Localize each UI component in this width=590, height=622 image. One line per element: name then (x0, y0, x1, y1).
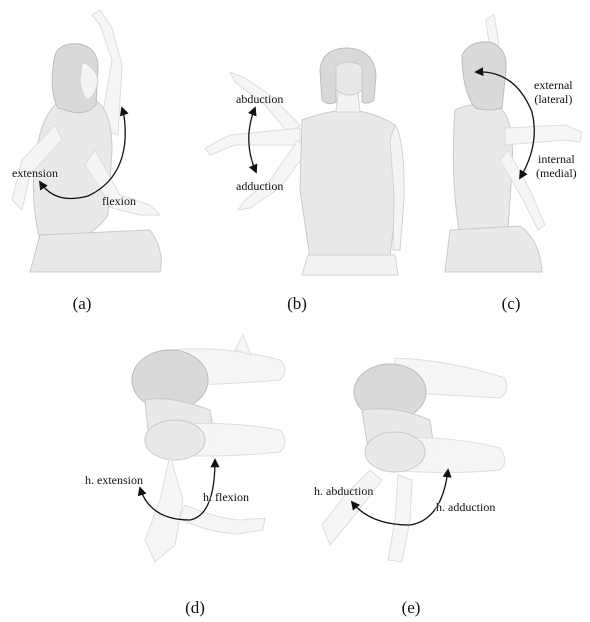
panel-d: h. extension h. flexion (75, 330, 290, 585)
external-label: external (lateral) (534, 78, 573, 106)
internal-label: internal (medial) (536, 152, 577, 180)
h-adduction-label: h. adduction (436, 500, 495, 514)
panel-c-figure (420, 0, 590, 280)
h-flexion-label: h. flexion (203, 490, 249, 504)
h-extension-label: h. extension (85, 473, 143, 487)
adduction-label: adduction (236, 179, 283, 193)
abduction-label: abduction (236, 92, 283, 106)
flexion-label: flexion (102, 194, 136, 208)
caption-b: (b) (277, 294, 317, 314)
panel-a-figure (0, 0, 190, 280)
caption-d: (d) (175, 598, 215, 618)
extension-label: extension (12, 166, 58, 180)
panel-e-figure (300, 330, 515, 585)
caption-c: (c) (491, 294, 531, 314)
panel-e: h. abduction h. adduction (300, 330, 515, 585)
caption-a: (a) (62, 294, 102, 314)
panel-a: extension flexion (0, 0, 190, 280)
panel-d-figure (75, 330, 290, 585)
panel-b-figure (190, 0, 420, 280)
panel-b: abduction adduction (190, 0, 420, 280)
h-abduction-label: h. abduction (314, 484, 373, 498)
caption-e: (e) (391, 598, 431, 618)
panel-c: external (lateral) internal (medial) (420, 0, 590, 280)
